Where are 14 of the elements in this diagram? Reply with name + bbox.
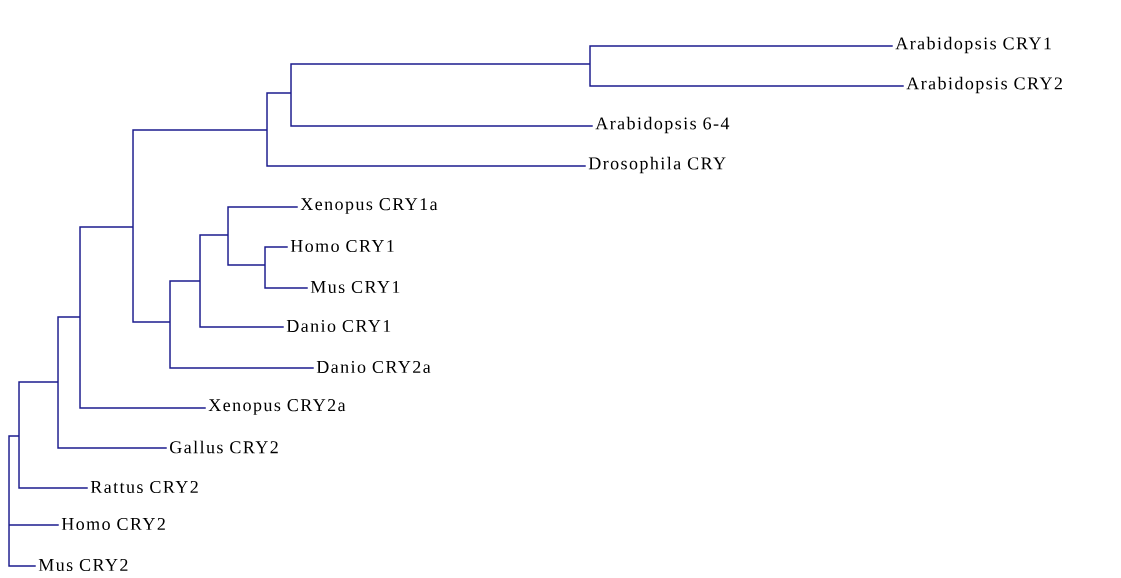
taxon-label: Arabidopsis CRY1 <box>895 36 1051 54</box>
taxon-label: Arabidopsis CRY2 <box>906 76 1062 94</box>
taxon-label: Danio CRY1 <box>286 319 391 333</box>
taxon-label: Xenopus CRY2a <box>208 399 346 415</box>
taxon-label: Rattus CRY2 <box>90 480 198 494</box>
taxon-label: Mus CRY2 <box>38 558 128 572</box>
taxon-label: Gallus CRY2 <box>170 440 278 454</box>
taxon-label: Danio CRY2a <box>316 360 431 374</box>
taxon-label: Drosophila CRY <box>588 156 726 174</box>
taxon-label: Xenopus CRY1a <box>300 198 438 214</box>
taxon-label: Mus CRY1 <box>310 280 400 294</box>
taxon-label: Homo CRY1 <box>290 239 394 253</box>
taxon-label: Arabidopsis 6-4 <box>595 116 730 134</box>
taxon-label: Homo CRY2 <box>61 517 165 531</box>
